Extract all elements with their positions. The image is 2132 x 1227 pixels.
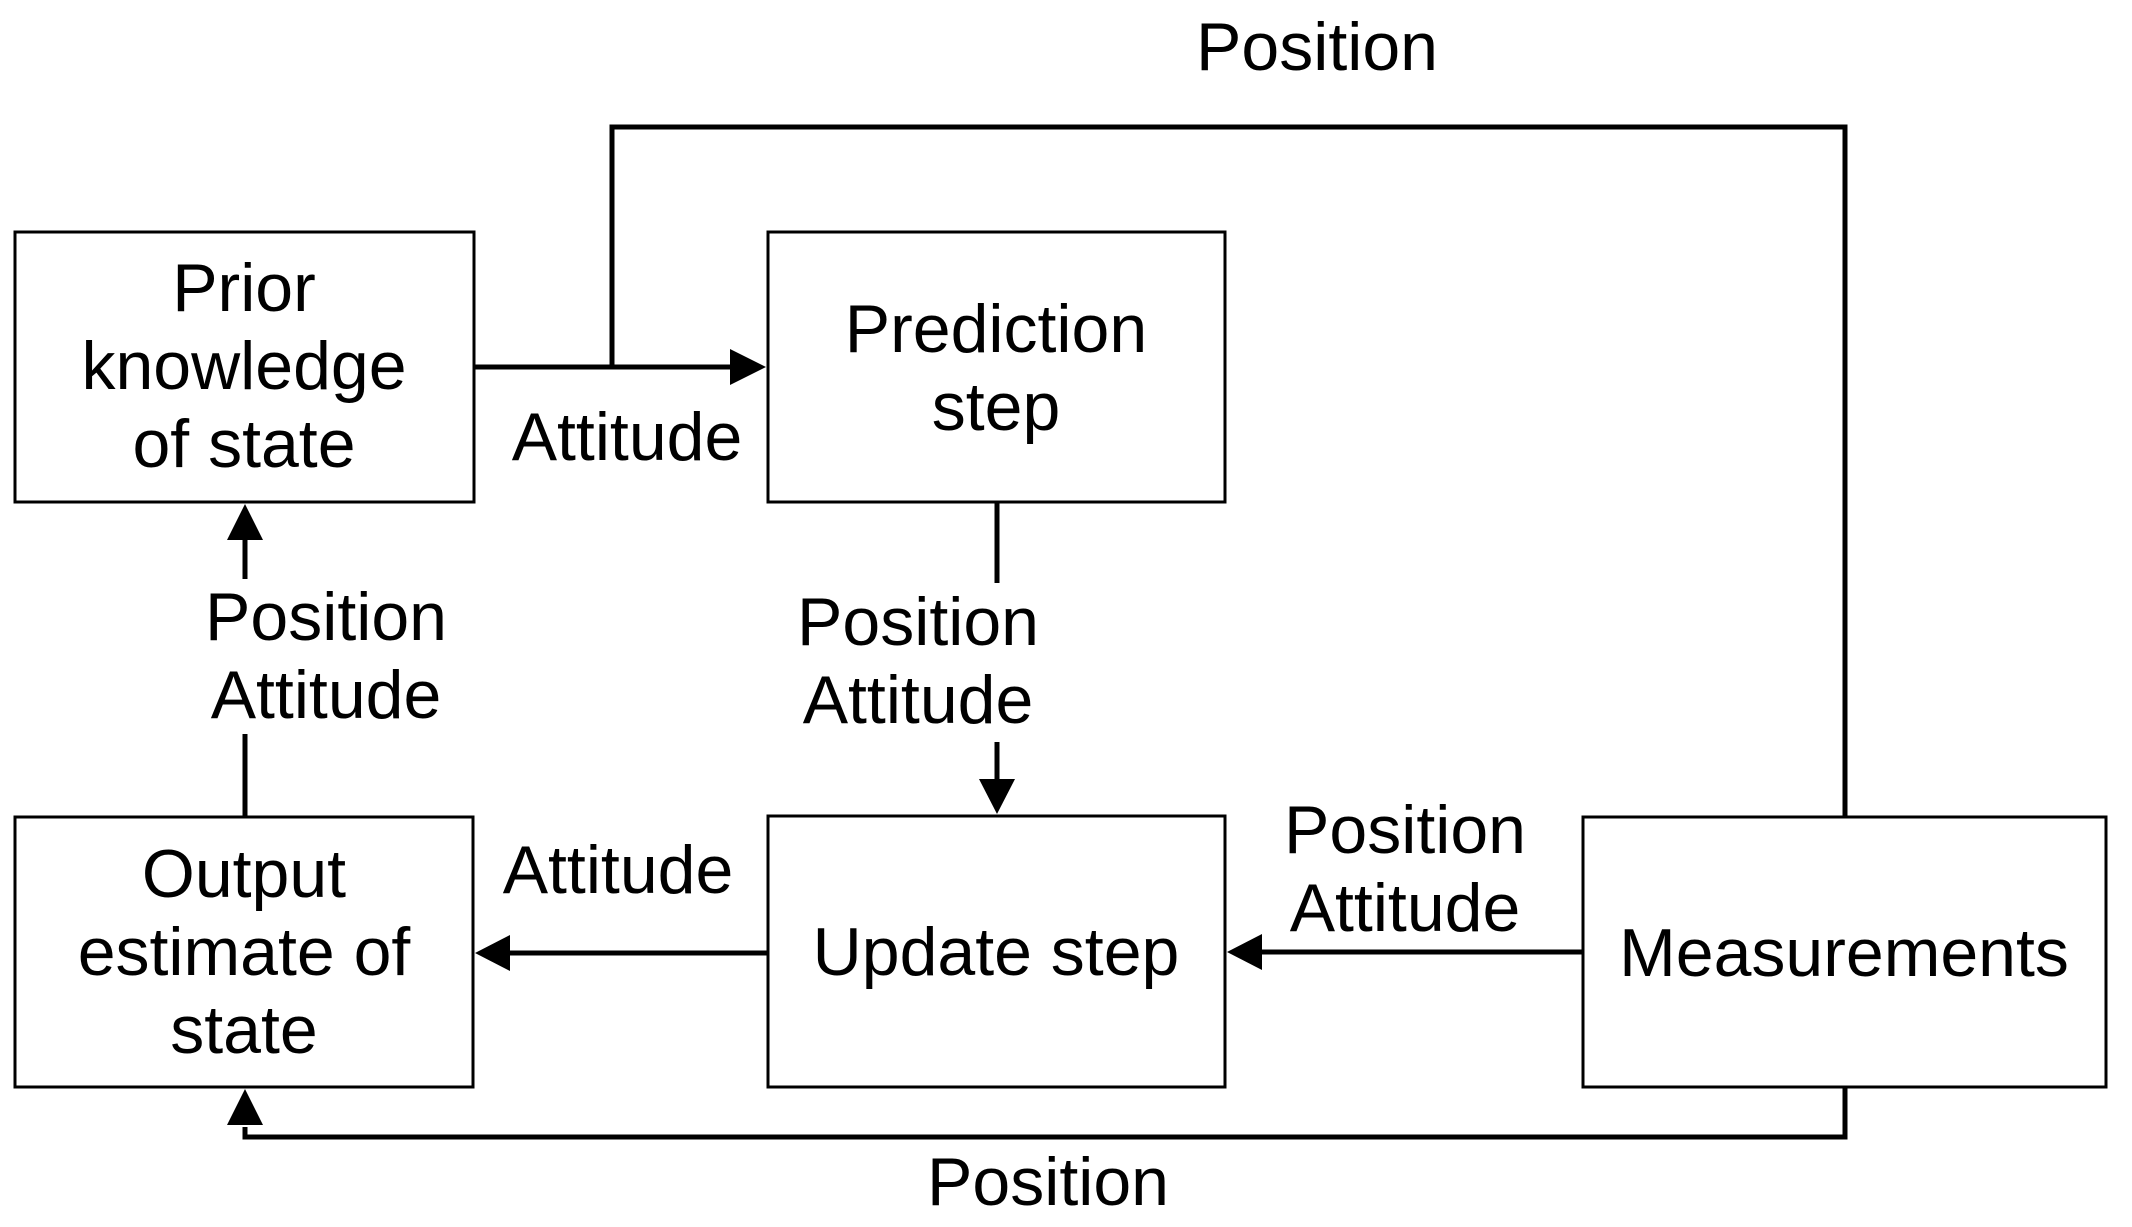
box-prior-knowledge-label-line2: knowledge xyxy=(81,328,406,404)
box-prediction-step-rect xyxy=(766,230,1227,504)
edge-label-update-to-output-attitude: Attitude xyxy=(503,832,734,908)
prediction-to-update-arrowhead xyxy=(979,779,1015,814)
box-prediction-step: Prediction step xyxy=(766,230,1227,504)
edge-label-measurements-to-update-line1: Position xyxy=(1284,792,1526,868)
edge-label-output-to-prior-line1: Position xyxy=(205,579,447,655)
box-measurements-label: Measurements xyxy=(1619,915,2069,991)
measurements-to-update-arrowhead xyxy=(1227,934,1262,970)
edge-label-measurements-to-update-line2: Attitude xyxy=(1290,870,1521,946)
edge-label-prediction-to-update-line2: Attitude xyxy=(803,662,1034,738)
box-prediction-step-label-line1: Prediction xyxy=(845,291,1147,367)
box-measurements: Measurements xyxy=(1581,815,2108,1089)
box-prior-knowledge-rect xyxy=(13,230,476,504)
box-update-step: Update step xyxy=(766,814,1227,1089)
output-to-prior-arrowhead xyxy=(227,504,263,540)
position-feedback-bottom-arrowhead xyxy=(227,1089,263,1125)
position-feedback-top-line xyxy=(609,124,1848,818)
box-prediction-step-label-line2: step xyxy=(932,369,1061,445)
edge-label-prediction-to-update-line1: Position xyxy=(797,584,1039,660)
box-output-estimate-rect xyxy=(13,815,475,1089)
box-prior-knowledge-label-line1: Prior xyxy=(172,250,316,326)
box-prior-knowledge: Prior knowledge of state xyxy=(13,230,476,504)
update-to-output-arrowhead xyxy=(475,935,510,971)
box-prior-knowledge-label-line3: of state xyxy=(132,406,355,482)
box-output-estimate: Output estimate of state xyxy=(13,815,475,1089)
box-output-estimate-label-line1: Output xyxy=(142,836,346,912)
box-update-step-label: Update step xyxy=(813,914,1180,990)
edge-label-top-position: Position xyxy=(1196,9,1438,85)
edge-label-output-to-prior-line2: Attitude xyxy=(211,657,442,733)
box-update-step-rect xyxy=(766,814,1227,1089)
edge-label-bottom-position: Position xyxy=(927,1144,1169,1220)
box-output-estimate-label-line3: state xyxy=(170,992,317,1068)
box-measurements-rect xyxy=(1581,815,2108,1089)
position-feedback-bottom-line xyxy=(242,1086,1848,1140)
box-output-estimate-label-line2: estimate of xyxy=(78,914,411,990)
edge-label-prior-to-prediction-attitude: Attitude xyxy=(512,399,743,475)
prior-to-prediction-arrowhead xyxy=(730,349,766,385)
